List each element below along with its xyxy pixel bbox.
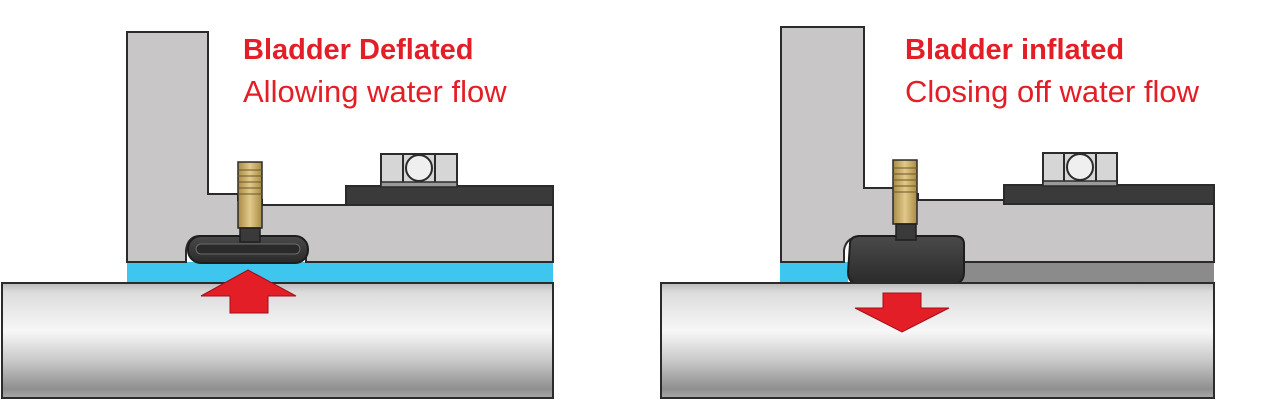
pipe	[660, 282, 1215, 399]
clamp-bolt	[1042, 152, 1118, 187]
panel-title-deflated: Bladder Deflated	[243, 34, 474, 66]
dry-channel	[962, 262, 1214, 282]
brass-valve-stem	[892, 159, 918, 225]
bladder-inflated	[846, 223, 965, 285]
brass-valve-stem	[237, 161, 263, 229]
panel-title-inflated: Bladder inflated	[905, 34, 1125, 66]
bladder-deflated	[187, 227, 309, 264]
clamp-plate	[1003, 184, 1215, 205]
pipe	[1, 282, 554, 399]
clamp-bolt	[380, 153, 458, 188]
flow-arrow-down	[854, 292, 950, 333]
water-channel-blocked	[780, 262, 848, 282]
panel-deflated	[1, 31, 554, 399]
water-channel	[127, 262, 553, 282]
panel-subtitle-inflated: Closing off water flow	[905, 74, 1200, 109]
panel-subtitle-deflated: Allowing water flow	[243, 74, 507, 109]
flow-arrow-up	[200, 269, 297, 314]
panel-inflated	[660, 26, 1215, 399]
clamp-plate	[345, 185, 554, 206]
